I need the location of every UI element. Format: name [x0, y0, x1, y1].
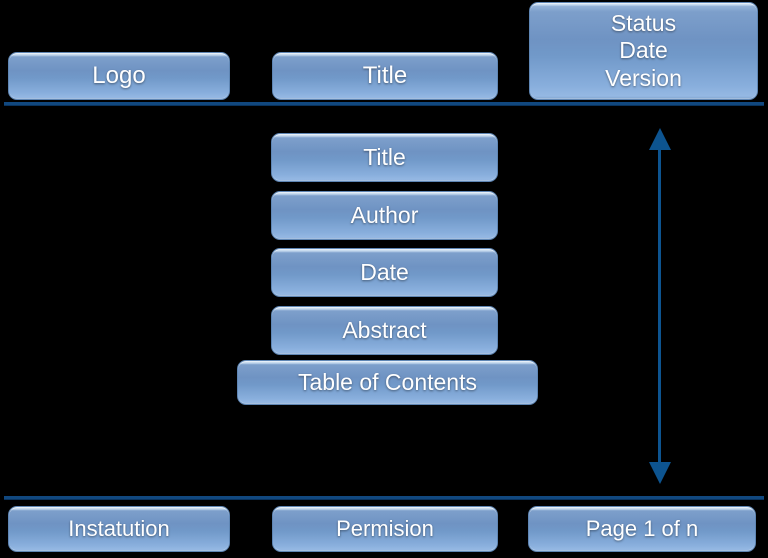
body-block-abstract-label: Abstract	[342, 316, 427, 343]
footer-institution-box[interactable]: Instatution	[8, 506, 230, 552]
footer-page-label: Page 1 of n	[585, 516, 699, 542]
body-block-table-of-contents[interactable]: Table of Contents	[237, 360, 538, 405]
body-block-date[interactable]: Date	[271, 248, 498, 297]
footer-permission-label: Permision	[336, 516, 434, 542]
header-logo-box[interactable]: Logo	[8, 52, 230, 100]
body-block-author-label: Author	[350, 201, 419, 228]
body-extent-arrow	[649, 128, 671, 484]
footer-institution-label: Instatution	[68, 516, 170, 542]
header-title-label: Title	[362, 61, 408, 89]
footer-divider	[4, 496, 764, 499]
arrow-shaft	[658, 136, 661, 476]
arrow-head-down-icon	[649, 462, 671, 484]
body-block-title[interactable]: Title	[271, 133, 498, 182]
body-block-title-label: Title	[363, 143, 406, 170]
body-block-table-of-contents-label: Table of Contents	[297, 368, 477, 395]
body-block-author[interactable]: Author	[271, 191, 498, 240]
footer-page-box[interactable]: Page 1 of n	[528, 506, 756, 552]
header-meta-box[interactable]: Status Date Version	[529, 2, 758, 100]
header-divider	[4, 102, 764, 105]
body-block-abstract[interactable]: Abstract	[271, 306, 498, 355]
header-logo-label: Logo	[92, 61, 146, 89]
body-block-date-label: Date	[360, 258, 409, 285]
header-meta-label: Status Date Version	[605, 10, 682, 91]
footer-permission-box[interactable]: Permision	[272, 506, 498, 552]
header-title-box[interactable]: Title	[272, 52, 498, 100]
